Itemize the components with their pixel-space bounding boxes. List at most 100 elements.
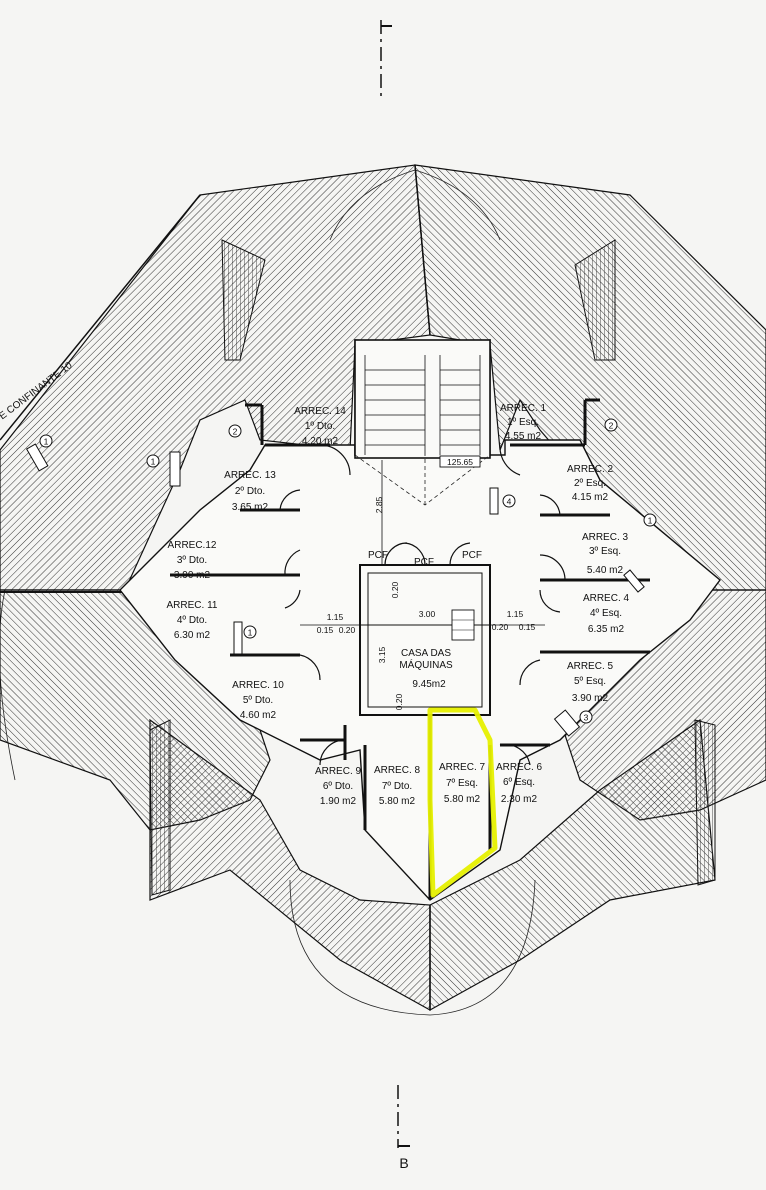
room-12-name: ARREC.12 (168, 540, 217, 551)
pcf-label-left: PCF (368, 550, 388, 561)
room-7-name: ARREC. 7 (439, 762, 486, 773)
svg-text:1: 1 (151, 457, 156, 467)
marker-circle: 3 (579, 710, 593, 724)
marker-circle: 2 (604, 418, 618, 432)
room-5-floor: 5º Esq. (574, 676, 606, 687)
room-arrec-2: ARREC. 2 2º Esq. 4.15 m2 (567, 464, 614, 503)
dim-0-15-right: 0.15 (519, 622, 536, 632)
svg-text:3: 3 (584, 713, 589, 723)
machine-room-name-2: MÁQUINAS (399, 658, 453, 671)
room-13-name: ARREC. 13 (224, 470, 276, 481)
fixtures (25, 443, 645, 737)
room-9-name: ARREC. 9 (315, 766, 362, 777)
stair-dimension: 125.65 (447, 457, 473, 467)
room-arrec-6: ARREC. 6 6º Esq. 2.30 m2 (496, 762, 543, 805)
section-label-b: B (399, 1155, 408, 1171)
room-arrec-7: ARREC. 7 7º Esq. 5.80 m2 (439, 762, 486, 805)
room-10-area: 4.60 m2 (240, 710, 277, 721)
dim-0-20-bottom: 0.20 (394, 693, 404, 710)
dim-0-20-top: 0.20 (390, 581, 400, 598)
room-11-area: 6.30 m2 (174, 630, 211, 641)
room-12-area: 3.90 m2 (174, 570, 211, 581)
room-labels: ARREC. 1 1º Esq. 4.55 m2 ARREC. 2 2º Esq… (167, 403, 630, 807)
room-10-name: ARREC. 10 (232, 680, 284, 691)
dim-0-15-left: 0.15 (317, 625, 334, 635)
room-5-name: ARREC. 5 (567, 661, 614, 672)
room-4-name: ARREC. 4 (583, 593, 630, 604)
svg-text:2: 2 (233, 427, 238, 437)
room-3-name: ARREC. 3 (582, 532, 629, 543)
section-marker-bottom: B (397, 1085, 410, 1171)
dim-3-15: 3.15 (377, 646, 387, 663)
svg-text:4: 4 (507, 497, 512, 507)
room-2-floor: 2º Esq. (574, 478, 606, 489)
room-7-area: 5.80 m2 (444, 794, 481, 805)
room-arrec-5: ARREC. 5 5º Esq. 3.90 m2 (567, 661, 614, 704)
room-14-name: ARREC. 14 (294, 406, 346, 417)
dimension-labels: 2.85 0.20 3.00 1.15 0.15 0.20 1.15 0.20 … (317, 496, 536, 710)
room-7-floor: 7º Esq. (446, 778, 478, 789)
room-arrec-9: ARREC. 9 6º Dto. 1.90 m2 (315, 766, 362, 807)
room-12-floor: 3º Dto. (177, 555, 207, 566)
room-arrec-11: ARREC. 11 4º Dto. 6.30 m2 (167, 600, 218, 641)
room-2-area: 4.15 m2 (572, 492, 609, 503)
room-arrec-8: ARREC. 8 7º Dto. 5.80 m2 (374, 765, 421, 807)
room-14-area: 4.20 m2 (302, 436, 339, 447)
room-8-floor: 7º Dto. (382, 781, 412, 792)
dim-1-15-left: 1.15 (327, 612, 344, 622)
dim-0-20-left: 0.20 (339, 625, 356, 635)
room-arrec-12: ARREC.12 3º Dto. 3.90 m2 (168, 540, 217, 581)
svg-text:1: 1 (648, 516, 653, 526)
svg-text:1: 1 (248, 628, 253, 638)
room-6-floor: 6º Esq. (503, 777, 535, 788)
stair-block: 125.65 (354, 339, 491, 506)
room-11-name: ARREC. 11 (167, 600, 218, 611)
machine-room-name-1: CASA DAS (401, 648, 451, 659)
marker-circle: 4 (502, 494, 516, 508)
section-marker-top (380, 20, 392, 100)
svg-text:2: 2 (609, 421, 614, 431)
room-arrec-3: ARREC. 3 3º Esq. 5.40 m2 (582, 532, 629, 576)
room-arrec-13: ARREC. 13 2º Dto. 3.65 m2 (224, 470, 276, 513)
svg-text:1: 1 (44, 437, 49, 447)
room-9-area: 1.90 m2 (320, 796, 357, 807)
dim-3-00: 3.00 (419, 609, 436, 619)
room-arrec-14: ARREC. 14 1º Dto. 4.20 m2 (294, 406, 346, 447)
marker-circle: 2 (228, 424, 242, 438)
circled-markers: 1 1 1 2 2 4 1 3 (39, 418, 657, 724)
room-13-floor: 2º Dto. (235, 486, 265, 497)
room-4-area: 6.35 m2 (588, 624, 625, 635)
room-1-area: 4.55 m2 (505, 431, 542, 442)
marker-circle: 1 (643, 513, 657, 527)
room-4-floor: 4º Esq. (590, 608, 622, 619)
pcf-label-right: PCF (462, 550, 482, 561)
room-arrec-4: ARREC. 4 4º Esq. 6.35 m2 (583, 593, 630, 635)
room-arrec-1: ARREC. 1 1º Esq. 4.55 m2 (500, 403, 547, 442)
fire-door-labels: PCF PCF PCF (368, 550, 482, 568)
marker-circle: 1 (146, 454, 160, 468)
room-3-area: 5.40 m2 (587, 565, 624, 576)
dim-0-20-right: 0.20 (492, 622, 509, 632)
dim-1-15-right: 1.15 (507, 609, 524, 619)
marker-circle: 1 (243, 625, 257, 639)
room-1-name: ARREC. 1 (500, 403, 547, 414)
dim-2-85: 2.85 (374, 496, 384, 513)
room-14-floor: 1º Dto. (305, 421, 335, 432)
room-6-name: ARREC. 6 (496, 762, 543, 773)
room-arrec-10: ARREC. 10 5º Dto. 4.60 m2 (232, 680, 284, 721)
marker-circle: 1 (39, 434, 53, 448)
room-9-floor: 6º Dto. (323, 781, 353, 792)
machine-room: CASA DAS MÁQUINAS 9.45m2 (359, 564, 491, 716)
machine-room-area: 9.45m2 (412, 679, 446, 690)
room-3-floor: 3º Esq. (589, 546, 621, 557)
room-6-area: 2.30 m2 (501, 794, 538, 805)
room-13-area: 3.65 m2 (232, 502, 269, 513)
room-8-area: 5.80 m2 (379, 796, 416, 807)
room-5-area: 3.90 m2 (572, 693, 609, 704)
highlighted-room-outline (427, 707, 498, 898)
room-11-floor: 4º Dto. (177, 615, 207, 626)
room-1-floor: 1º Esq. (507, 417, 539, 428)
room-10-floor: 5º Dto. (243, 695, 273, 706)
pcf-label-center: PCF (414, 557, 434, 568)
